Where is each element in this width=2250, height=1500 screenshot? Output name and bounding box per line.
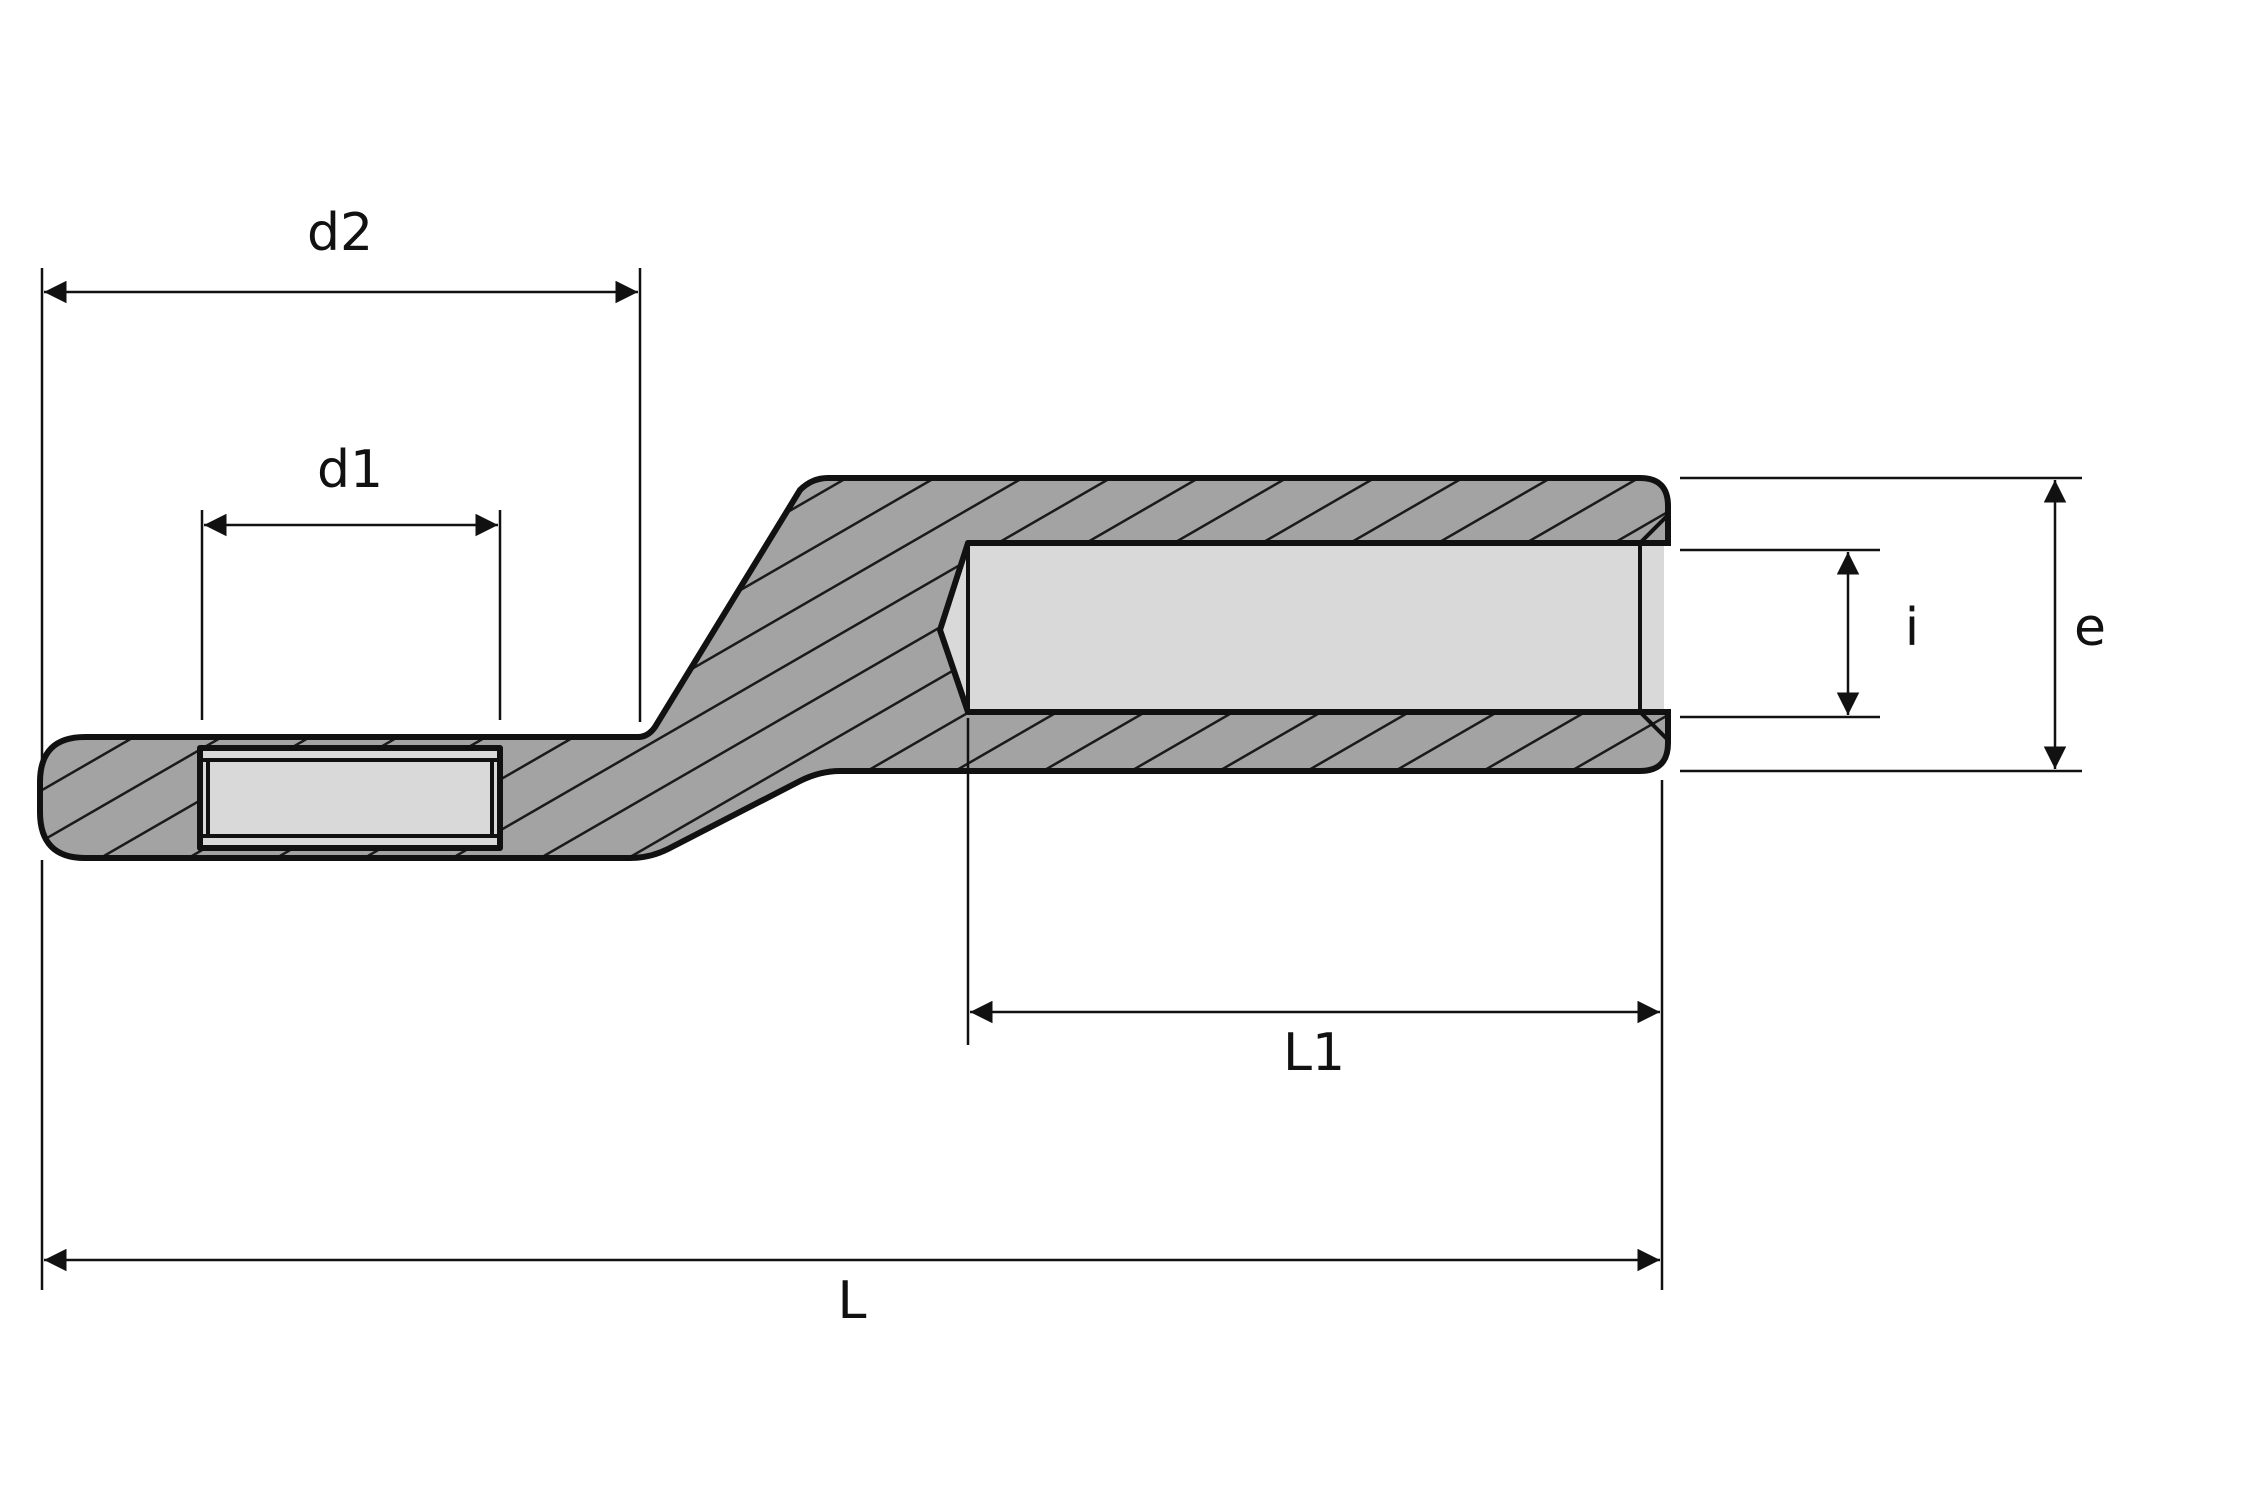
barrel-bore-chamfer-top — [1638, 513, 1670, 545]
barrel-bore-chamfer-bottom — [1638, 710, 1670, 742]
palm-hole — [197, 745, 503, 851]
barrel-bore — [937, 540, 1671, 715]
label-e: e — [2074, 598, 2106, 658]
label-d2: d2 — [307, 203, 373, 263]
label-L1: L1 — [1283, 1023, 1345, 1083]
label-d1: d1 — [317, 440, 383, 500]
label-i: i — [1905, 598, 1919, 658]
label-L: L — [838, 1271, 867, 1331]
